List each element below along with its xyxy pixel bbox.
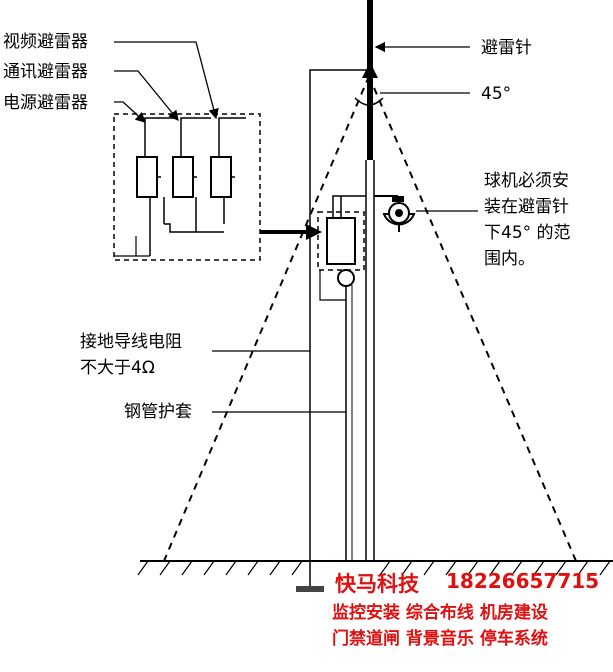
ground-note-line-2: 不大于4Ω <box>80 358 155 378</box>
pole <box>365 160 375 561</box>
comm-arrester-unit <box>163 117 211 224</box>
lightning-rod-label: 避雷针 <box>481 38 532 58</box>
video-arrester-label: 视频避雷器 <box>3 32 88 52</box>
junction-box <box>317 195 366 301</box>
power-arrester-label: 电源避雷器 <box>3 93 88 113</box>
brand-company: 快马科技 <box>335 572 419 596</box>
ground-wire <box>296 69 366 592</box>
ground-surface <box>137 560 613 576</box>
leader-lines <box>114 41 478 413</box>
steel-sleeve-label: 钢管护套 <box>124 402 192 422</box>
brand-phone: 18226657715 <box>446 569 600 593</box>
surge-protector-panel <box>113 113 261 261</box>
brand-services-row-1: 监控安装 综合布线 机房建设 <box>332 603 548 623</box>
camera-note-line-3: 下45° 的范 <box>484 223 571 243</box>
video-arrester-unit <box>136 117 176 256</box>
power-arrester-unit <box>210 117 246 224</box>
comm-arrester-label: 通讯避雷器 <box>3 62 88 82</box>
steel-sleeve <box>345 285 353 561</box>
angle-label: 45° <box>481 84 512 104</box>
camera-note-line-4: 围内。 <box>484 249 535 269</box>
camera-note-line-1: 球机必须安 <box>484 171 569 191</box>
ground-note-line-1: 接地导线电阻 <box>80 332 182 352</box>
dome-camera-icon <box>374 195 416 232</box>
brand-services-row-2: 门禁道闸 背景音乐 停车系统 <box>332 629 548 649</box>
lightning-rod <box>362 0 378 160</box>
connection-arrow <box>260 224 322 240</box>
camera-note-line-2: 装在避雷针 <box>484 197 569 217</box>
